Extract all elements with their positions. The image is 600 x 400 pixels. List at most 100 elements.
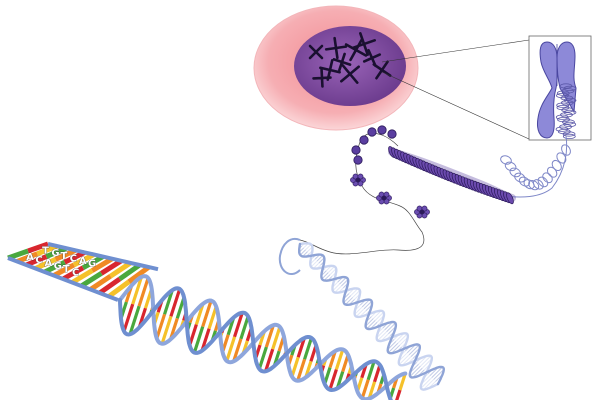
supercoil-turn (514, 172, 526, 183)
mini-chromosome (332, 52, 352, 72)
chromatin-loop (561, 107, 575, 113)
base-pair-half (366, 320, 376, 329)
base-pair-half (361, 299, 370, 308)
nucleosome-bead (387, 129, 397, 139)
nucleosome-bead (377, 125, 387, 135)
base-pair-half (160, 315, 173, 345)
base-letter: G (54, 261, 62, 272)
base-pair-half (169, 288, 182, 317)
mini-chromosome (352, 32, 376, 56)
base-pair-half (81, 254, 105, 270)
base-pair-half (34, 257, 57, 271)
base-pair-half (345, 297, 354, 305)
nucleus-chromosome-cluster (308, 32, 392, 88)
base-pair-half (365, 318, 374, 327)
base-pair-half (232, 338, 243, 362)
base-pair-half (225, 336, 237, 362)
backbone-strand (47, 242, 159, 272)
base-pair-half (384, 321, 394, 331)
base-pair-half (299, 249, 306, 256)
base-pair-half (63, 250, 86, 265)
nucleosome-core (355, 177, 361, 183)
nucleosome-bead (353, 155, 363, 165)
dna-ladder (7, 241, 159, 302)
nucleosome-bead (359, 135, 369, 145)
supercoil-turn (542, 172, 553, 184)
base-pair-half (321, 272, 329, 280)
base-pair-half (127, 265, 151, 284)
base-pair-half (354, 306, 363, 315)
base-pair-half (421, 358, 433, 369)
base-pair-half (100, 258, 123, 276)
base-pair-half (420, 377, 433, 389)
base-pair-half (128, 305, 141, 335)
base-pair-half (350, 288, 359, 296)
base-pair-half (332, 283, 340, 292)
base-letter: T (61, 251, 68, 262)
mini-chromosome (324, 36, 348, 60)
base-letter: T (63, 264, 70, 275)
base-pair-half (408, 344, 420, 356)
base-pair-half (433, 369, 445, 380)
base-pair-half (374, 311, 384, 321)
base-pair-half (54, 248, 77, 262)
supercoil-turn (551, 159, 562, 172)
base-pair-half (327, 266, 335, 273)
chromatin-loop (556, 90, 570, 96)
base-letter: G (88, 258, 96, 269)
base-pair-half (107, 279, 131, 299)
base-pair-half (360, 379, 370, 399)
base-pair-half (192, 326, 205, 354)
base-pair-half (316, 255, 324, 262)
base-pair-half (233, 312, 244, 338)
base-letter: C (70, 253, 77, 264)
nucleosome-core (419, 209, 425, 215)
base-pair-half (386, 322, 396, 333)
base-pair-half (367, 381, 377, 400)
base-pair-half (89, 274, 112, 292)
base-pair-half (90, 256, 114, 273)
base-pair-half (52, 262, 75, 278)
base-pair-half (25, 254, 48, 268)
mini-chromosome (362, 48, 382, 68)
base-pair-half (264, 324, 275, 348)
base-pair-half (409, 365, 421, 377)
chromatin-loop (555, 126, 569, 132)
nucleosome-core (381, 195, 387, 201)
base-pair-half (373, 364, 382, 383)
base-pair-half (72, 252, 95, 268)
supercoil-turn (500, 155, 512, 165)
nucleosome-bead (383, 191, 390, 198)
base-pair-half (118, 262, 142, 282)
mini-chromosome (340, 64, 360, 84)
chromosome-icon (537, 41, 577, 139)
base-pair-half (109, 260, 132, 279)
base-pair-half (363, 300, 373, 310)
base-pair-half (271, 326, 282, 350)
base-pair-half (377, 331, 387, 341)
nucleosome-bead (357, 173, 364, 180)
zoom-guide-lines (381, 35, 592, 141)
base-pair-half (303, 337, 313, 360)
base-pair-half (264, 348, 275, 372)
base-pair-half (201, 300, 213, 328)
chromatin-loop (562, 131, 576, 137)
base-pair-half (45, 245, 68, 259)
base-pair-half (401, 356, 412, 366)
base-pair-half (16, 251, 39, 264)
base-pair-half (61, 265, 85, 282)
base-pair-half (355, 308, 365, 317)
base-letter: G (51, 248, 59, 259)
base-pair-half (398, 354, 410, 365)
nucleosome-bead (351, 145, 361, 155)
base-pair-half (207, 306, 218, 330)
backbone-strand (118, 286, 393, 400)
nucleus-icon (294, 26, 406, 106)
mini-chromosome (308, 44, 324, 60)
base-pair-half (431, 366, 443, 378)
backbone-strand (7, 256, 119, 302)
chromatin-loop (556, 102, 570, 108)
base-pair-half (296, 358, 307, 382)
